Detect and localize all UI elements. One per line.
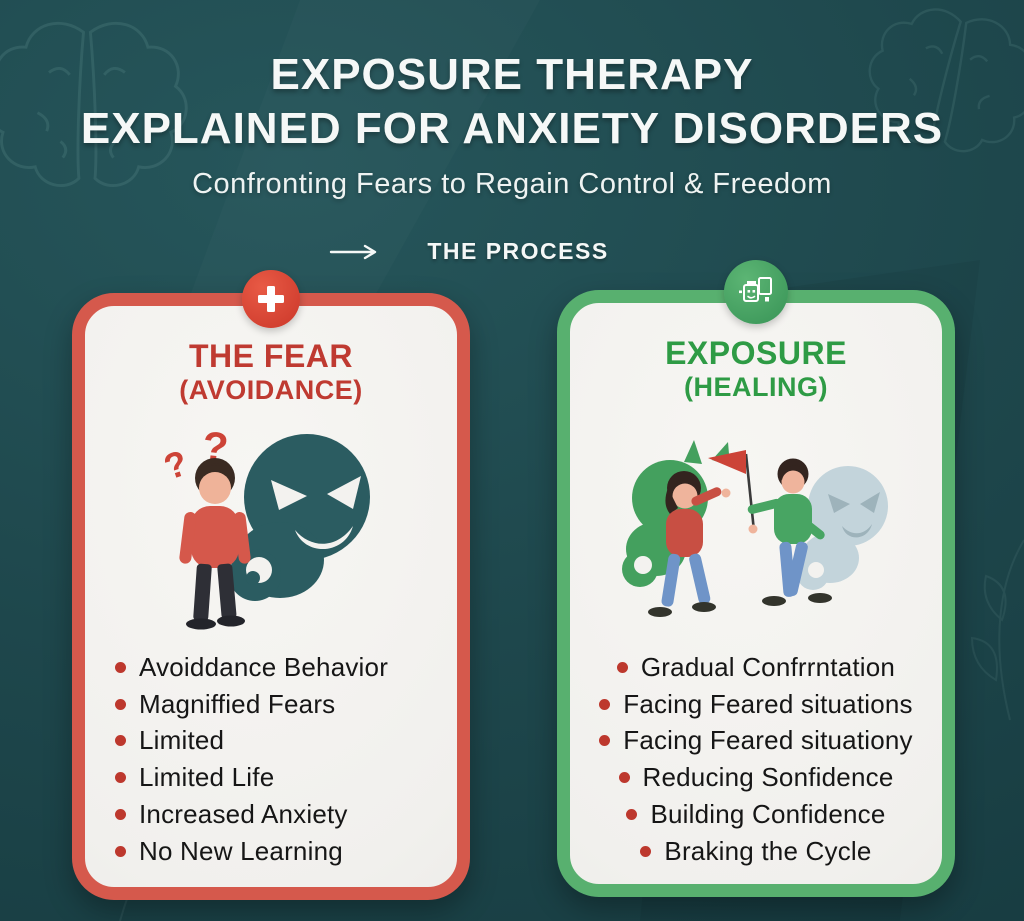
anxious-person-illustration: ? ? bbox=[159, 422, 251, 630]
journal-face-icon bbox=[739, 277, 772, 302]
header: EXPOSURE THERAPY EXPLAINED FOR ANXIETY D… bbox=[0, 48, 1024, 201]
list-item-label: Limited bbox=[139, 725, 225, 756]
bullet-icon bbox=[115, 809, 126, 821]
exposure-card-subtitle: (HEALING) bbox=[684, 372, 828, 402]
red-flag-icon bbox=[708, 450, 746, 474]
list-item: Building Confidence bbox=[570, 796, 942, 833]
list-item: Limited bbox=[115, 723, 388, 760]
fear-card-header: THE FEAR (AVOIDANCE) bbox=[85, 338, 457, 406]
bullet-icon bbox=[599, 698, 611, 710]
list-item-label: Facing Feared situationy bbox=[623, 725, 913, 756]
bullet-icon bbox=[115, 735, 126, 747]
list-item-label: Reducing Sonfidence bbox=[642, 762, 894, 793]
bullet-icon bbox=[616, 661, 628, 673]
bullet-icon bbox=[626, 809, 638, 821]
exposure-list: Gradual Confrrntation Facing Feared situ… bbox=[570, 649, 942, 870]
man-with-flag-figure bbox=[708, 450, 832, 606]
page-title-line2: EXPLAINED FOR ANXIETY DISORDERS bbox=[80, 104, 944, 153]
flag-pole bbox=[744, 453, 756, 532]
process-row: THE PROCESS bbox=[0, 238, 981, 265]
list-item: Limited Life bbox=[115, 759, 388, 796]
fear-illustration: ? ? bbox=[159, 422, 370, 630]
list-item-label: Magniffied Fears bbox=[139, 688, 336, 719]
bullet-icon bbox=[618, 772, 630, 784]
process-label: THE PROCESS bbox=[427, 238, 609, 264]
exposure-card-header: EXPOSURE (HEALING) bbox=[570, 335, 942, 403]
page-subtitle: Confronting Fears to Regain Control & Fr… bbox=[192, 168, 832, 200]
confrontation-illustration bbox=[622, 440, 888, 617]
list-item: No New Learning bbox=[115, 833, 388, 870]
woman-figure bbox=[648, 471, 731, 617]
plus-icon bbox=[258, 286, 284, 312]
list-item-label: Gradual Confrrntation bbox=[640, 651, 896, 682]
bullet-icon bbox=[115, 845, 126, 857]
list-item-label: No New Learning bbox=[139, 835, 343, 866]
list-item: Facing Feared situationy bbox=[570, 723, 942, 760]
fear-card-subtitle: (AVOIDANCE) bbox=[179, 375, 363, 405]
page-title-line1: EXPOSURE THERAPY bbox=[270, 50, 754, 99]
leaf-decoration bbox=[970, 539, 1024, 721]
list-item: Reducing Sonfidence bbox=[570, 759, 942, 796]
list-item-label: Facing Feared situations bbox=[623, 688, 913, 719]
list-item-label: Avoiddance Behavior bbox=[139, 651, 389, 682]
bullet-icon bbox=[640, 845, 652, 857]
fear-list: Avoiddance Behavior Magniffied Fears Lim… bbox=[115, 649, 388, 870]
right-arrow-icon bbox=[330, 244, 377, 259]
exposure-card: EXPOSURE (HEALING) bbox=[557, 260, 955, 897]
bullet-icon bbox=[115, 661, 126, 673]
fear-monster-illustration bbox=[229, 434, 370, 601]
exposure-card-title: EXPOSURE bbox=[665, 335, 847, 371]
exposure-badge bbox=[724, 260, 788, 324]
list-item: Braking the Cycle bbox=[570, 833, 942, 870]
bullet-icon bbox=[115, 698, 126, 710]
list-item: Avoiddance Behavior bbox=[115, 649, 388, 686]
list-item: Increased Anxiety bbox=[115, 796, 388, 833]
fear-card: THE FEAR (AVOIDANCE) ? ? bbox=[72, 270, 470, 900]
faded-ghost-illustration bbox=[797, 466, 888, 590]
svg-text:?: ? bbox=[159, 442, 193, 488]
list-item-label: Building Confidence bbox=[650, 799, 886, 830]
list-item: Magniffied Fears bbox=[115, 686, 388, 723]
bullet-icon bbox=[115, 772, 126, 784]
fear-card-title: THE FEAR bbox=[189, 338, 353, 374]
list-item: Facing Feared situations bbox=[570, 686, 942, 723]
list-item-label: Limited Life bbox=[139, 762, 275, 793]
fear-badge bbox=[242, 270, 300, 328]
bullet-icon bbox=[599, 735, 611, 747]
list-item-label: Braking the Cycle bbox=[664, 835, 872, 866]
list-item: Gradual Confrrntation bbox=[570, 649, 942, 686]
list-item-label: Increased Anxiety bbox=[139, 799, 348, 830]
